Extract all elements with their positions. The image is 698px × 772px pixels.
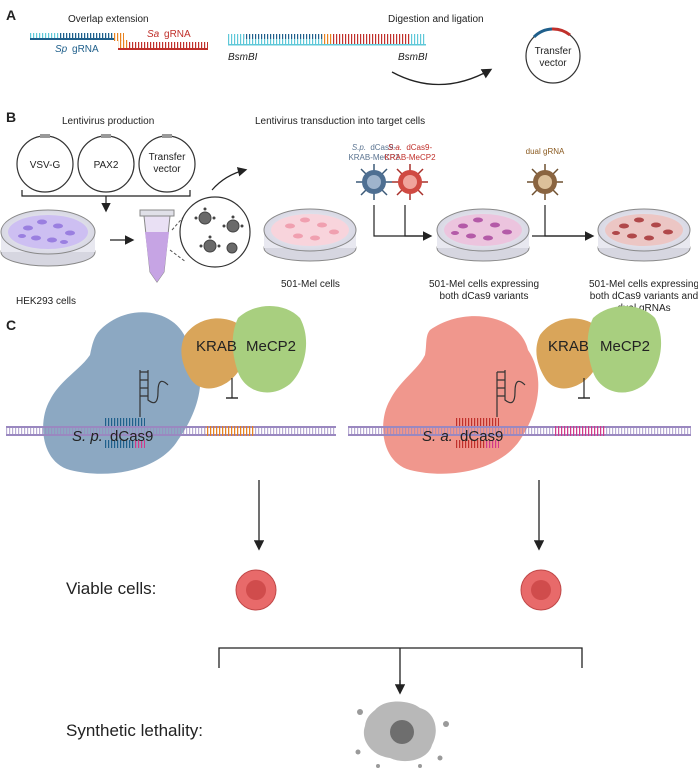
ligated-insert [228,34,426,46]
plasmid-transfer-label-1: Transfer [149,152,187,163]
dual-grna-label: dual gRNA [526,147,565,156]
sa-grna-fragment [118,40,208,50]
synthetic-lethality-label: Synthetic lethality: [66,721,203,740]
transfer-vector-label-1: Transfer [535,46,573,57]
final-label-1: 501-Mel cells expressing [589,279,698,290]
zoom-line-bottom [169,249,187,263]
final-label-3: dual gRNAs [617,303,670,314]
mecp2-left-label: MeCP2 [246,338,296,355]
sa-dcas9-complex [383,306,662,474]
panel-a-letter: A [6,7,16,23]
dna-left [6,370,336,448]
hek293-dish [0,209,96,267]
plasmid-pax2 [77,134,135,193]
expressing-label-2: both dCas9 variants [440,291,529,302]
mecp2-right-label: MeCP2 [600,338,650,355]
sa-grna-label: Sa gRNA [147,29,191,40]
expressing-label-1: 501-Mel cells expressing [429,279,539,290]
plasmid-bracket [21,190,191,210]
production-to-transduction-arrow [211,167,248,191]
transfer-vector-label-2: vector [539,58,567,69]
bsmbi-left-label: BsmBI [228,52,258,63]
dna-right [348,370,691,448]
collection-tube [139,209,175,283]
sp-virus-particle [356,164,392,200]
sp-grna-fragment [30,33,124,41]
sa-dcas9-label: S. a. dCas9 [422,428,503,445]
hek293-label: HEK293 cells [16,296,76,307]
viable-cell-left [235,569,277,611]
mel-cells-label: 501-Mel cells [281,279,340,290]
transfer-vector-plasmid [525,27,581,84]
plasmid-vsvg-label: VSV-G [30,160,61,171]
viable-cell-right [520,569,562,611]
dual-grna-virus-particle [527,164,563,200]
bsmbi-right-label: BsmBI [398,52,428,63]
sp-grna-label: Sp gRNA [55,44,99,55]
final-dish [597,208,691,262]
dead-cell [355,701,449,768]
lentivirus-transduction-title: Lentivirus transduction into target cell… [255,116,425,127]
krab-right-label: KRAB [548,338,589,355]
panel-c-letter: C [6,317,16,333]
krab-left-label: KRAB [196,338,237,355]
overlap-extension-title: Overlap extension [68,14,149,25]
expressing-dish [436,208,530,262]
sp-dcas9-complex [43,306,307,474]
panel-b-letter: B [6,109,16,125]
lentivirus-production-title: Lentivirus production [62,116,154,127]
dual-grna-arrow-down [544,205,586,237]
final-label-2: both dCas9 variants and [590,291,698,302]
virus-zoom-circle [179,196,251,268]
sa-virus-arrow [404,205,433,241]
plasmid-transfer-label-2: vector [153,164,181,175]
plasmid-pax2-label: PAX2 [94,160,119,171]
plasmid-vsvg [16,134,74,193]
sa-virus-label-1: S.a. dCas9- [388,143,433,152]
ligation-arrow [391,68,493,86]
sa-virus-particle [392,164,428,200]
digestion-ligation-title: Digestion and ligation [388,14,484,25]
sp-virus-arrow [373,205,425,237]
sa-virus-label-2: KRAB-MeCP2 [384,153,436,162]
sp-virus-label-1: S.p. dCas9- [352,143,397,152]
viable-cells-label: Viable cells: [66,579,156,598]
sp-dcas9-label: S. p. dCas9 [72,428,153,445]
plasmid-transfer-vector [138,134,196,193]
sp-virus-label-2: KRAB-MeCP2 [348,153,400,162]
mel-dish [263,208,357,262]
